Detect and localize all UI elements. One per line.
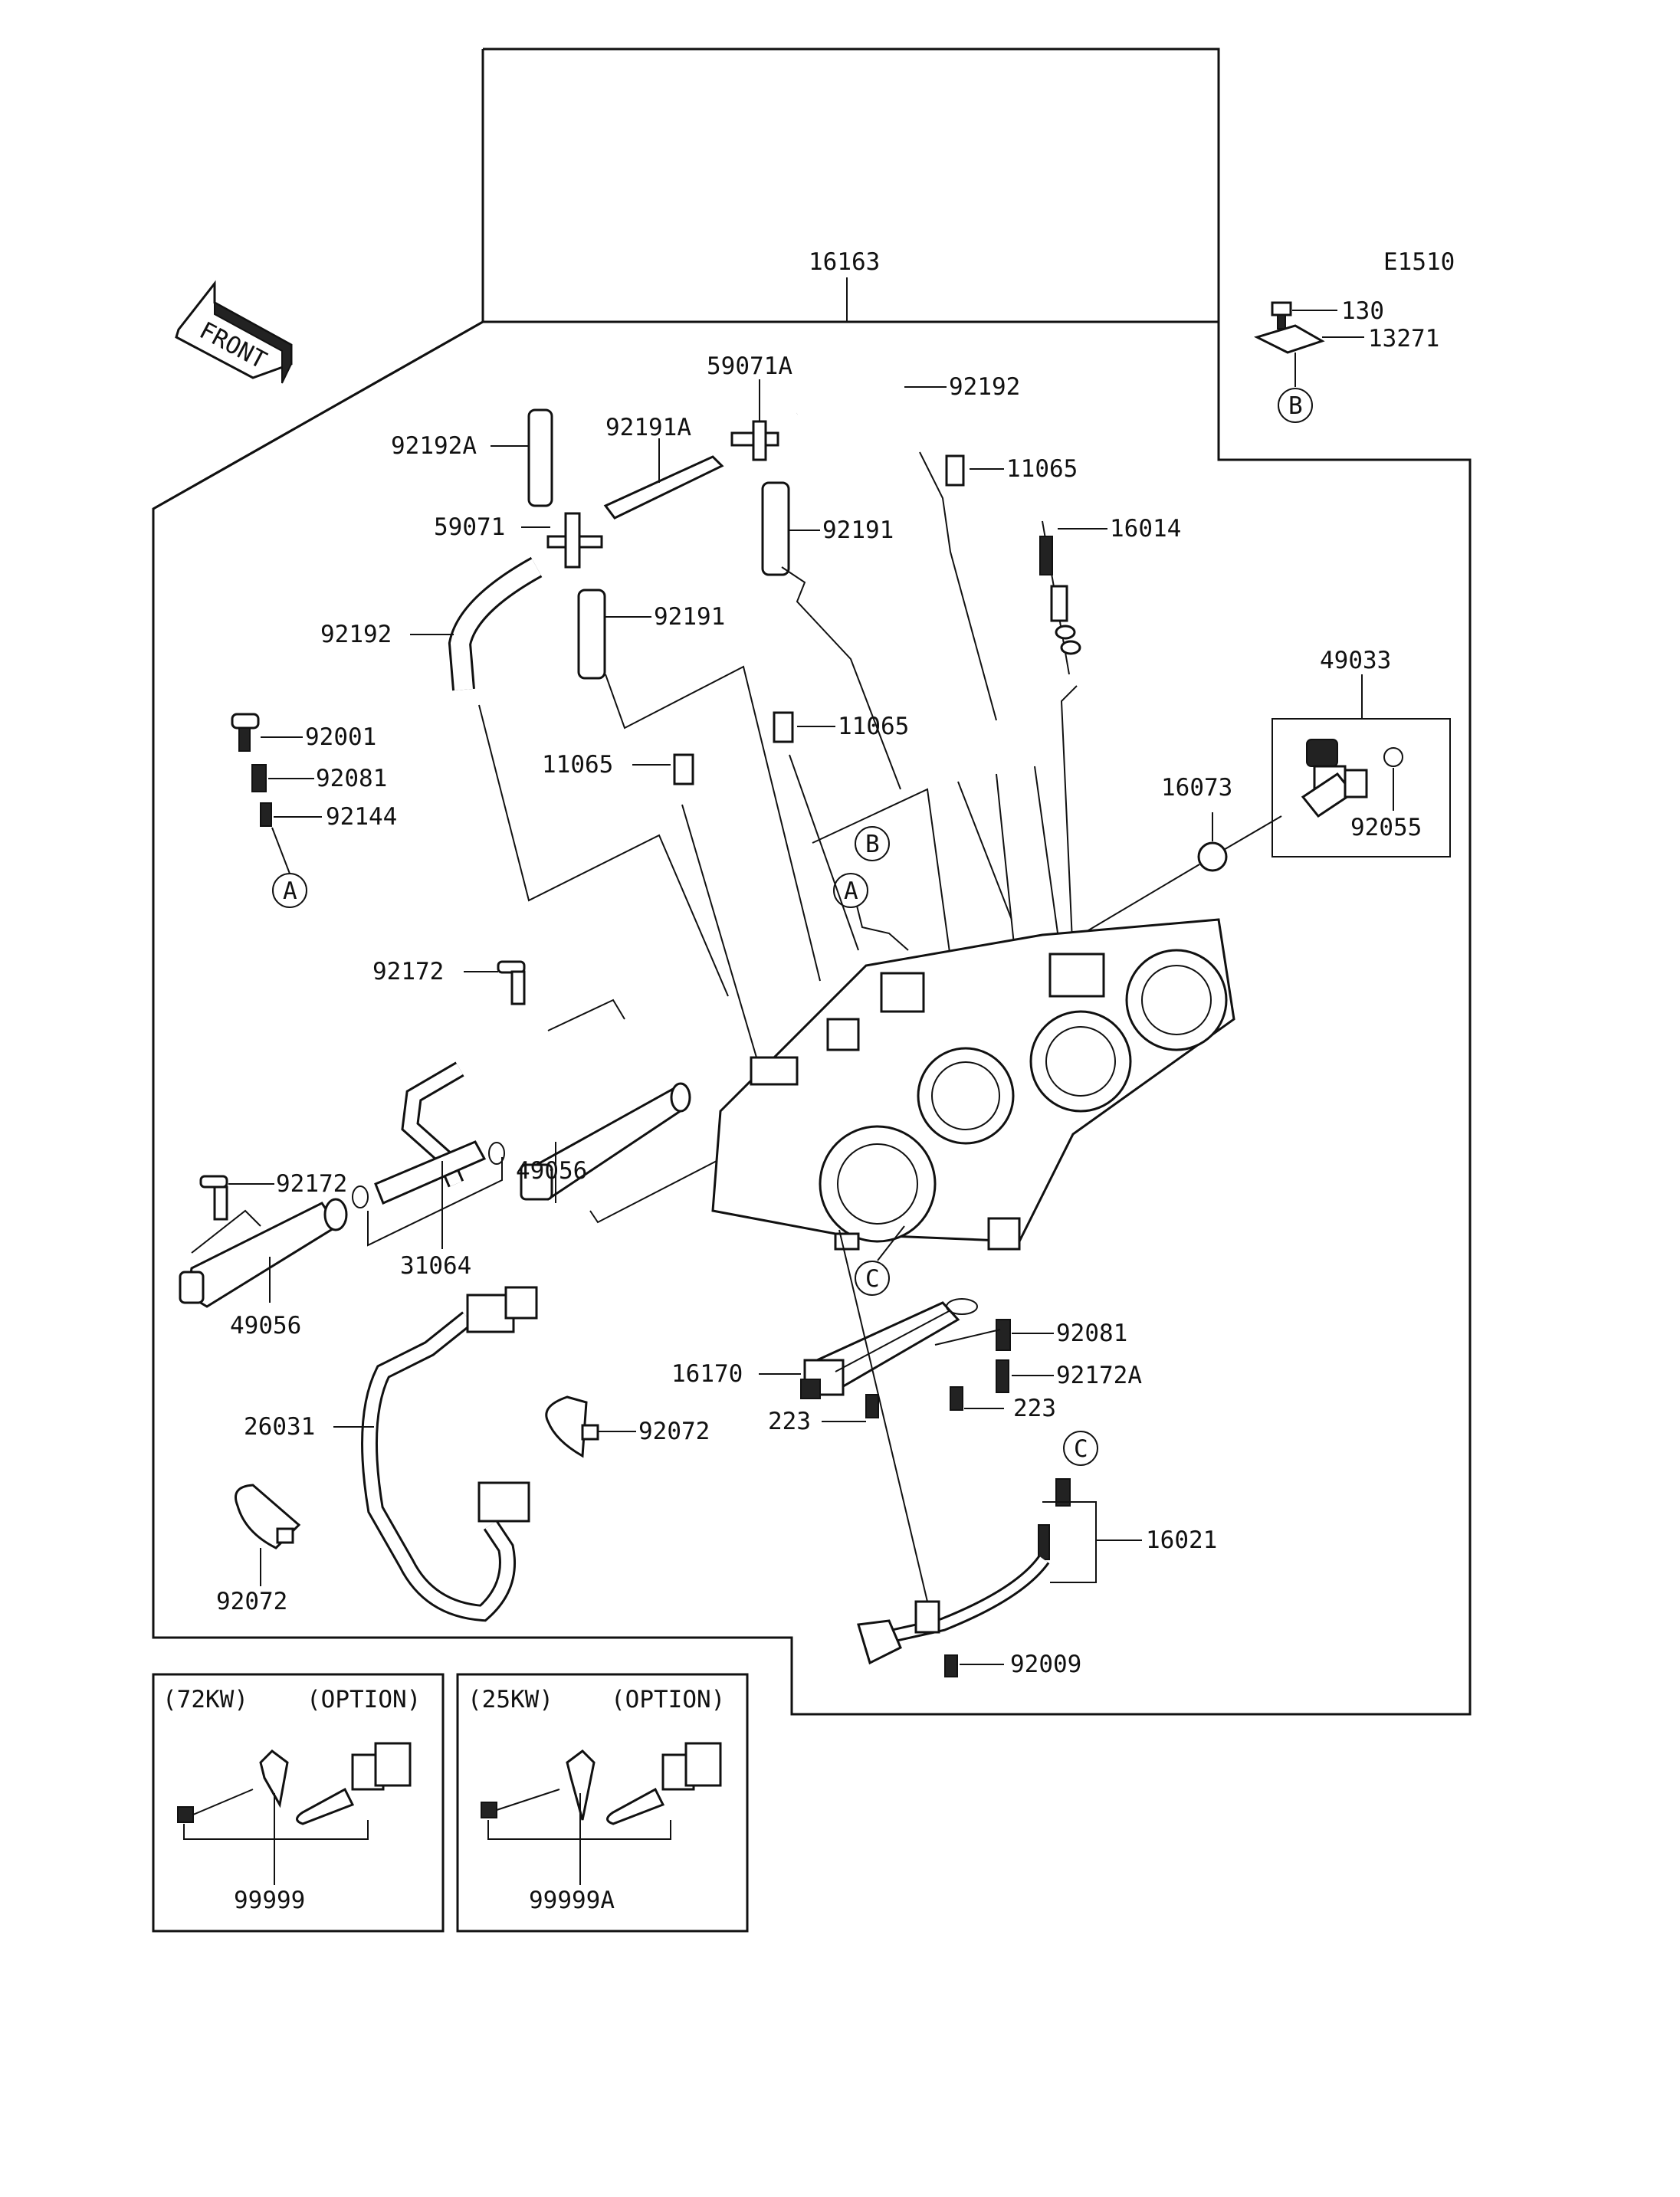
ref-marker-a-label: A [844,877,858,905]
plug-part [773,711,794,743]
option-25kw-label: (OPTION) [611,1686,725,1713]
callout-92191-b: 92191 [654,603,725,631]
callout-92172A: 92172A [1056,1362,1142,1389]
callout-92172-b: 92172 [276,1170,347,1198]
callout-31064: 31064 [400,1252,471,1280]
plug-part [673,753,694,785]
ref-marker-c-label: C [1074,1435,1088,1463]
screw-part [1039,520,1081,675]
cable-part [857,1478,1071,1665]
callout-92072-b: 92072 [216,1588,287,1615]
callout-92192-top: 92192 [949,373,1020,401]
assembly-outline [152,48,1472,1716]
hose-part [448,556,543,691]
ref-marker-b-label: B [1288,392,1303,420]
callout-11065-b: 11065 [838,713,909,740]
callout-92144: 92144 [326,803,397,831]
ref-marker-a [833,873,868,908]
hose-part [577,589,606,680]
option-25kw-part: 99999A [529,1887,615,1914]
screw-part [944,1654,958,1677]
ref-marker-a [272,873,307,908]
fuel-rail-part [520,1082,691,1201]
nut-part [1197,841,1228,872]
callout-92072-a: 92072 [638,1418,710,1445]
callout-223-right: 223 [1013,1395,1056,1422]
throttle-body-assembly [711,918,1235,1251]
fuel-pipe-part [352,1061,505,1208]
callout-16163: 16163 [809,248,880,276]
callout-92172-a: 92172 [372,958,444,985]
wire-harness-part [361,1286,538,1622]
option-box-72kw: (72KW) (OPTION) 99999 [152,1673,445,1933]
callout-26031: 26031 [244,1413,315,1441]
screw-part [950,1386,963,1411]
ref-marker-a-label: A [283,877,297,905]
callout-92192-left: 92192 [320,621,392,648]
hose-part [761,481,790,576]
callout-92009: 92009 [1010,1651,1081,1678]
option-box-25kw: (25KW) (OPTION) 99999A [456,1673,749,1933]
hose-part [603,455,724,520]
callout-13271: 13271 [1368,325,1439,353]
hose-part [527,408,553,507]
screw-part [497,960,526,1005]
option-72kw-power: (72KW) [162,1686,248,1713]
diagram-code: E1510 [1383,248,1455,276]
callout-16170: 16170 [671,1360,743,1388]
fitting-part [546,512,603,569]
front-arrow: FRONT [175,280,293,384]
ref-marker-b-label: B [865,831,880,858]
callout-92055: 92055 [1350,814,1422,841]
callout-223-left: 223 [768,1408,811,1435]
ref-marker-c-label: C [865,1265,880,1293]
callout-92001: 92001 [305,723,376,751]
callout-16073: 16073 [1161,774,1232,802]
ref-marker-c [1063,1431,1098,1466]
option-25kw-power: (25KW) [468,1686,553,1713]
callout-92081-right: 92081 [1056,1320,1127,1347]
clamp-part [545,1395,599,1458]
screw-part [231,713,272,827]
callout-92191-a: 92191 [822,516,894,544]
callout-92191A: 92191A [605,414,691,441]
option-72kw-part: 99999 [234,1887,305,1914]
callout-59071: 59071 [434,513,505,541]
callout-59071A: 59071A [707,353,792,380]
o-ring-part [1383,747,1403,767]
callout-11065-a: 11065 [1006,455,1078,483]
callout-49056-b: 49056 [230,1312,301,1340]
clamp-part [235,1484,301,1549]
option-72kw-label: (OPTION) [307,1686,421,1713]
bolt-part [1253,301,1325,354]
sensor-part [1301,739,1368,818]
callout-49033: 49033 [1320,647,1391,674]
ref-marker-b [1278,388,1313,423]
assembly-outline [153,320,1219,510]
screw-part [199,1175,228,1221]
screw-part [996,1359,1009,1393]
callout-130: 130 [1341,297,1384,325]
callout-11065-c: 11065 [542,751,613,779]
plug-part [945,454,965,487]
fitting-part [730,420,779,461]
callout-92081-left: 92081 [316,765,387,792]
sensor-part [800,1298,978,1399]
ref-marker-c [855,1261,890,1296]
spring-part [996,1319,1011,1351]
screw-part [865,1394,879,1418]
callout-49056-a-visible: 49056 [516,1157,587,1185]
hose-part [794,369,911,444]
callout-16014: 16014 [1110,515,1181,543]
callout-16021: 16021 [1146,1526,1217,1554]
fuel-rail-part [179,1198,348,1308]
callout-92192A: 92192A [391,432,477,460]
ref-marker-b [855,826,890,861]
